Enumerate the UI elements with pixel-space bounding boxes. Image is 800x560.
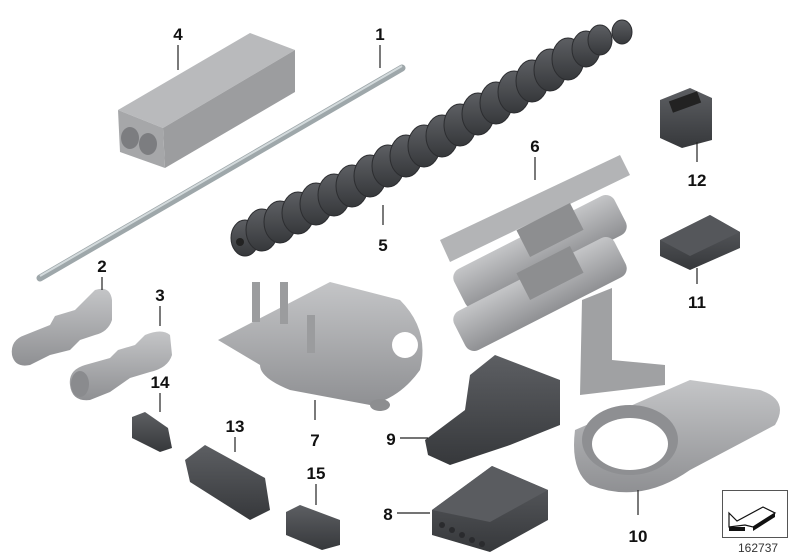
callout-10: 10 — [628, 527, 648, 546]
part-11-connector — [660, 215, 740, 270]
callout-11: 11 — [688, 293, 706, 312]
part-6-double-housing — [440, 155, 630, 352]
part-5-boot — [230, 19, 633, 257]
part-3-grommet — [69, 331, 172, 401]
part-13-connector — [185, 445, 270, 520]
part-7-bracket — [218, 282, 423, 411]
callout-2: 2 — [97, 257, 107, 276]
callout-1: 1 — [375, 25, 385, 44]
part-2-grommet — [11, 288, 112, 366]
callout-12: 12 — [687, 171, 707, 190]
part-14-connector — [132, 412, 172, 452]
arrow-direction-icon — [728, 506, 777, 531]
part-15-connector — [286, 505, 340, 550]
image-code: 162737 — [738, 541, 779, 555]
callout-9: 9 — [386, 430, 396, 449]
part-4-housing — [118, 33, 295, 168]
part-12-connector — [660, 88, 712, 148]
callout-13: 13 — [225, 417, 245, 436]
callout-6: 6 — [530, 137, 540, 156]
callout-15: 15 — [306, 464, 326, 483]
callout-14: 14 — [150, 373, 170, 392]
part-1-rod — [36, 64, 406, 282]
callout-5: 5 — [378, 236, 388, 255]
part-10-ring-bracket — [574, 288, 780, 493]
orientation-box — [722, 490, 788, 538]
callout-4: 4 — [173, 25, 183, 44]
callout-7: 7 — [310, 431, 320, 450]
part-8-connector — [432, 466, 548, 552]
leader-lines — [101, 45, 698, 515]
callout-3: 3 — [155, 286, 165, 305]
part-9-connector — [425, 355, 560, 465]
callout-8: 8 — [383, 505, 393, 524]
